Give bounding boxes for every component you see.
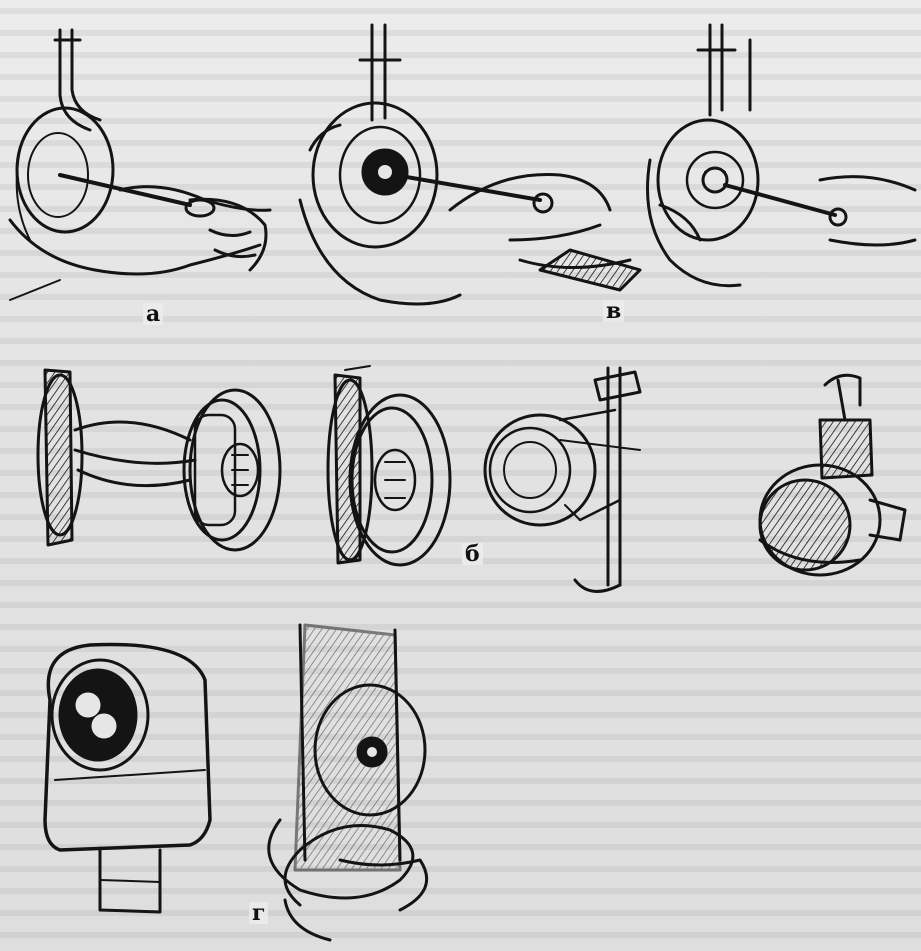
figure-label-a: а [143,303,164,325]
panel-b-left-drawing [36,368,282,552]
figure-label-g: г [249,902,269,924]
panel-b-middle-drawing [326,365,452,567]
panel-g-right-drawing [267,623,429,942]
figure-label-v: в [603,300,625,322]
panel-b-right-drawing [483,366,642,593]
panel-b-far-right-drawing [758,373,907,577]
panel-a-drawing [8,28,272,301]
panel-g-left-drawing [43,642,212,914]
figure-label-b: б [462,543,483,565]
panel-v-left-drawing [298,23,642,306]
panel-v-right-drawing [646,23,917,288]
